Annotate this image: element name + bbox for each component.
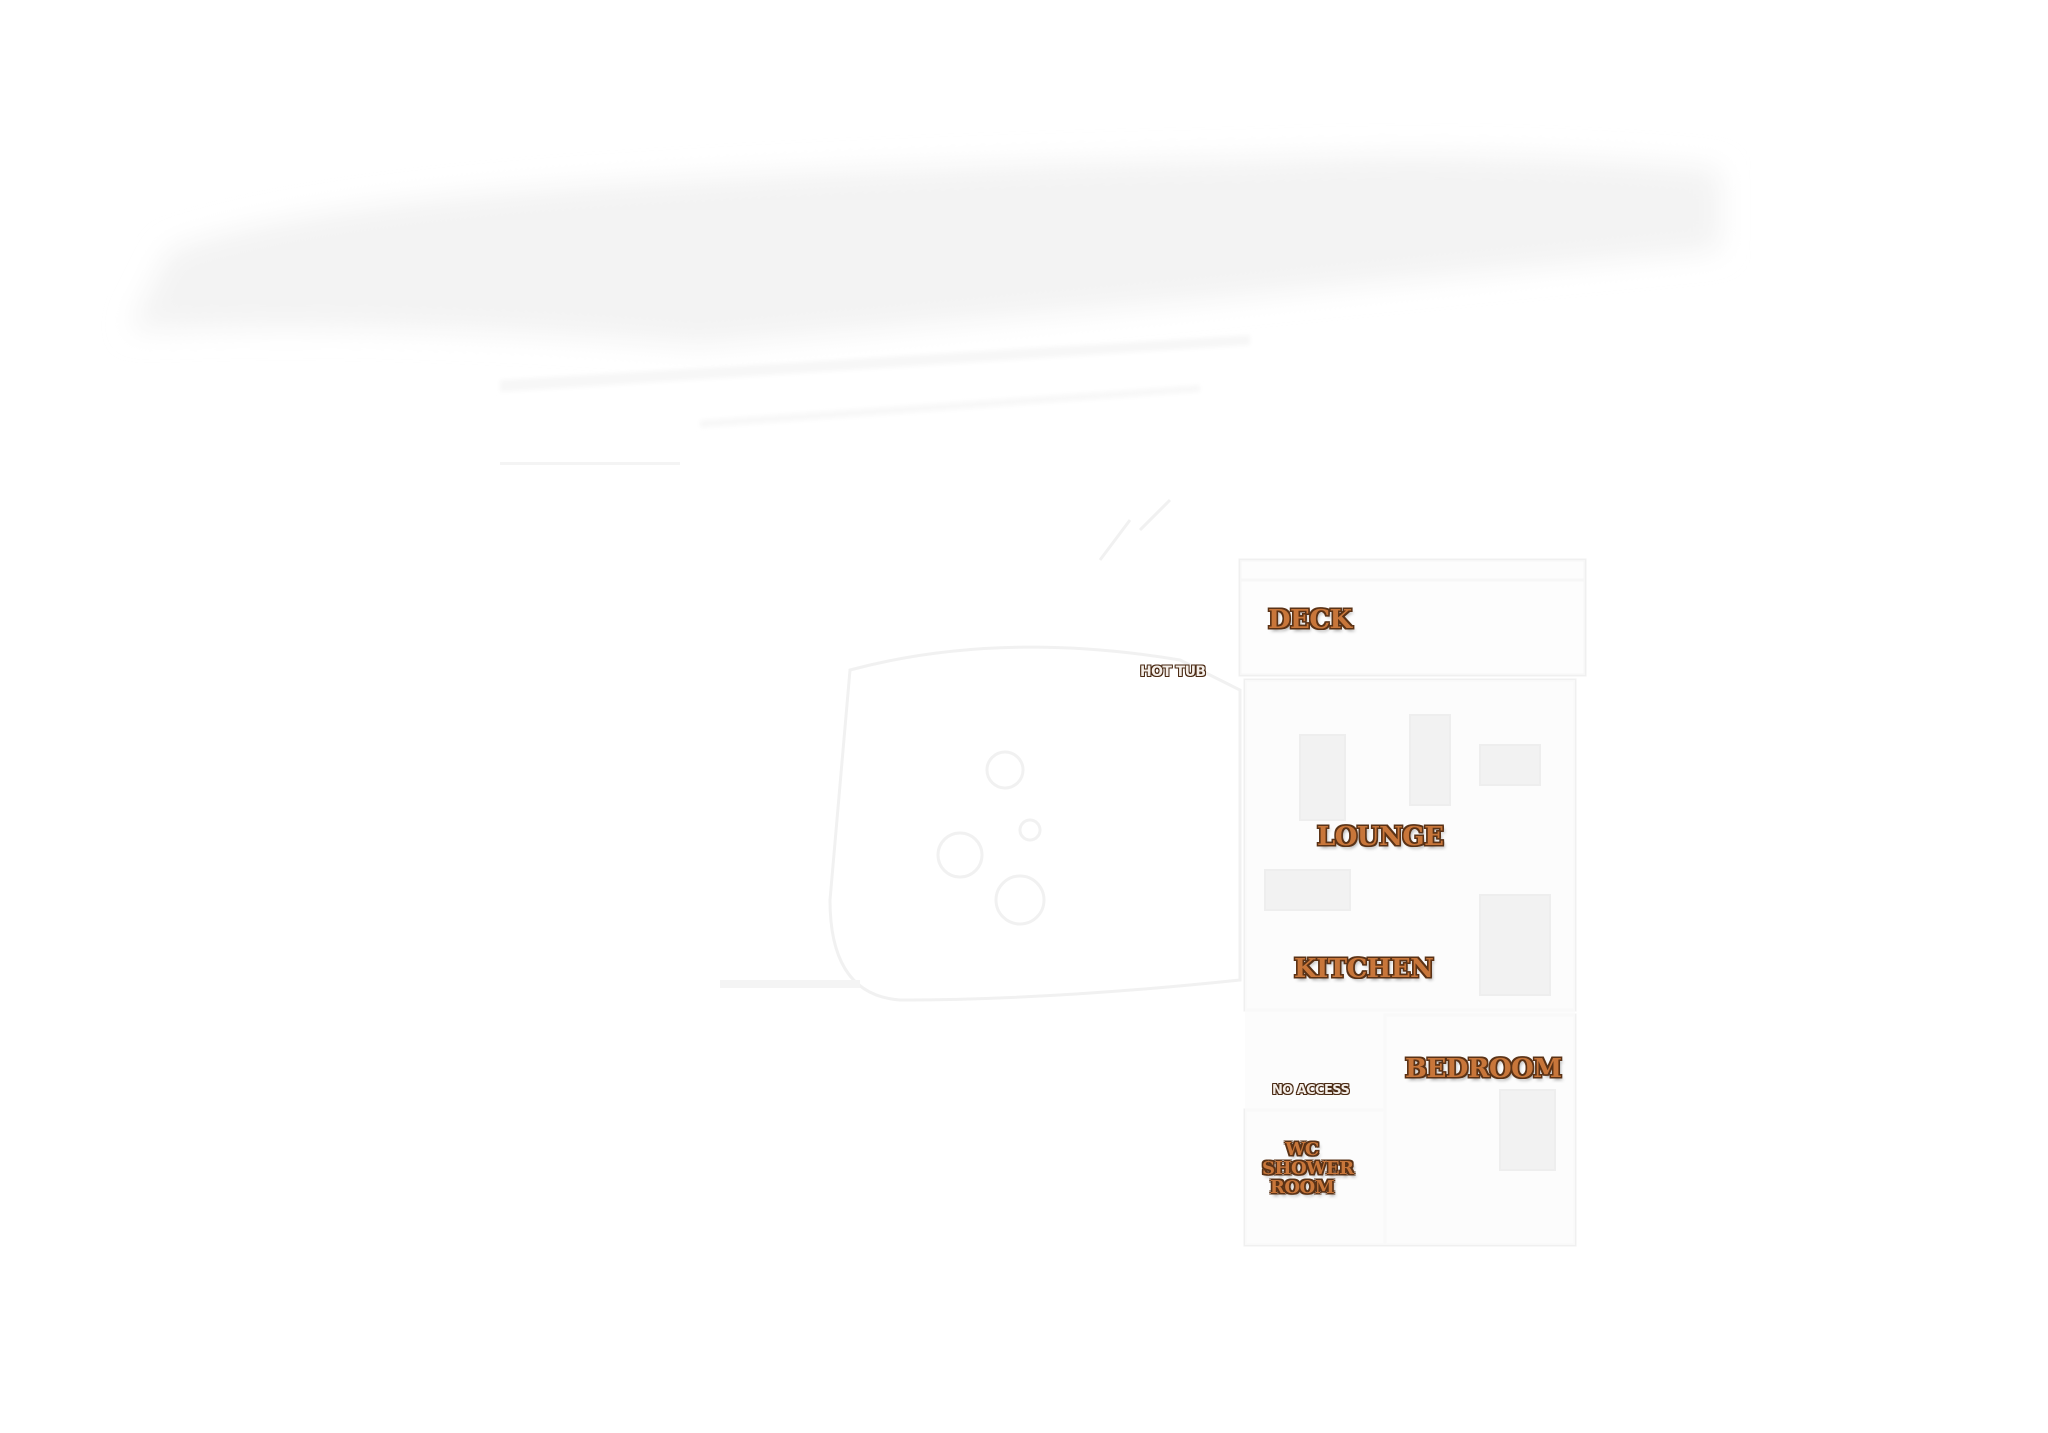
cabinet-shape: [1479, 744, 1541, 786]
garden-ring-3: [1018, 818, 1042, 842]
steps-path: [1098, 498, 1172, 561]
label-no-access: NO ACCESS: [1272, 1083, 1350, 1098]
garden-ring-2: [994, 874, 1046, 926]
label-wc-line-1: WC: [1285, 1139, 1319, 1160]
roof-haze-lower-2: [700, 385, 1200, 428]
roof-haze-lower: [500, 335, 1250, 392]
label-deck: DECK: [1268, 605, 1352, 635]
counter-shape: [1264, 869, 1351, 911]
label-lounge: LOUNGE: [1317, 822, 1444, 852]
garden-area: [828, 498, 1242, 1002]
label-wc-line-3: ROOM: [1269, 1177, 1335, 1198]
label-hot-tub: HOT TUB: [1140, 664, 1206, 680]
roof-haze-line: [500, 462, 680, 465]
bed-shape: [1479, 894, 1551, 996]
furniture: [1264, 714, 1556, 1171]
bedroom-furniture: [1499, 1089, 1556, 1171]
garden-base: [720, 980, 860, 988]
table-shape: [1409, 714, 1451, 806]
roof-haze: [130, 156, 1720, 345]
label-bedroom: BEDROOM: [1405, 1054, 1562, 1084]
garden-ring-1: [936, 831, 984, 879]
label-kitchen: KITCHEN: [1294, 954, 1434, 984]
sofa-shape: [1299, 734, 1346, 821]
hot-tub-ring: [985, 750, 1025, 790]
garden-curve: [828, 645, 1242, 1002]
label-wc-shower-room: WC SHOWER ROOM: [1262, 1139, 1354, 1198]
label-wc-line-2: SHOWER: [1262, 1158, 1354, 1179]
